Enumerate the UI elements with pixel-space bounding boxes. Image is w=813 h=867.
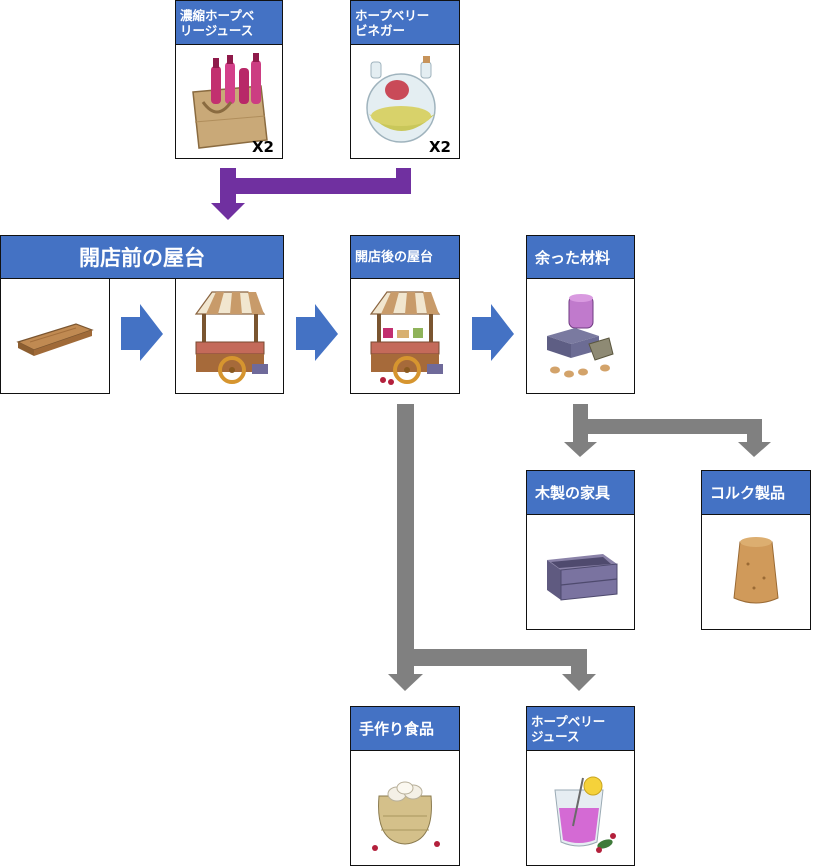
furniture-title: 木製の家具 — [535, 484, 611, 502]
input-card-vinegar: ホープベリー ビネガー X2 — [350, 0, 460, 159]
blue-arrow-1 — [121, 304, 163, 361]
sack-icon — [351, 751, 459, 865]
wood-plank-icon — [1, 279, 109, 393]
stall-before-header-box: 開店前の屋台 — [0, 235, 284, 279]
wooden-crate-icon — [527, 515, 634, 629]
input-card-concentrated-juice: 濃縮ホープベ リージュース X2 — [175, 0, 283, 159]
stall-after-card: 開店後の屋台 — [350, 235, 460, 394]
stall-before-title: 開店前の屋台 — [1, 236, 283, 279]
stall-after-title: 開店後の屋台 — [355, 249, 434, 265]
cork-card: コルク製品 — [701, 470, 811, 630]
leftover-card: 余った材料 — [526, 235, 635, 394]
quantity-label: X2 — [428, 138, 451, 156]
furniture-card: 木製の家具 — [526, 470, 635, 630]
blue-arrow-2 — [296, 304, 338, 361]
item-name-line1: ホープベリー — [355, 7, 430, 23]
market-stall-icon — [176, 279, 283, 393]
gray-split-arrow-stall — [388, 404, 596, 691]
berry-juice-header: ホープベリー ジュース — [527, 707, 634, 751]
leftover-header: 余った材料 — [527, 236, 634, 279]
item-name-line2: ジュース — [531, 728, 580, 744]
vinegar-flask-icon — [351, 45, 459, 158]
leftover-title: 余った材料 — [535, 248, 611, 267]
cork-icon — [702, 515, 810, 629]
gray-split-arrow-leftover — [564, 404, 771, 457]
stall-after-header: 開店後の屋台 — [351, 236, 459, 279]
market-stall-open-icon — [351, 279, 459, 393]
handmade-food-header: 手作り食品 — [351, 707, 459, 751]
input-card-header: ホープベリー ビネガー — [351, 1, 459, 45]
item-name-line2: リージュース — [180, 22, 254, 38]
cork-title: コルク製品 — [710, 484, 786, 502]
furniture-header: 木製の家具 — [527, 471, 634, 515]
berry-juice-card: ホープベリー ジュース — [526, 706, 635, 866]
blue-arrow-3 — [472, 304, 514, 361]
item-name-line1: ホープベリー — [531, 713, 606, 729]
quantity-label: X2 — [251, 138, 274, 156]
input-card-header: 濃縮ホープベ リージュース — [176, 1, 282, 45]
wood-plank-card — [0, 278, 110, 394]
purple-merge-arrow — [211, 168, 411, 220]
handmade-food-title: 手作り食品 — [359, 720, 435, 738]
item-name-line2: ビネガー — [355, 22, 406, 38]
item-name-line1: 濃縮ホープベ — [180, 7, 255, 23]
stall-card-before — [175, 278, 284, 394]
juice-bottles-bag-icon — [176, 45, 282, 158]
handmade-food-card: 手作り食品 — [350, 706, 460, 866]
berry-juice-glass-icon — [527, 751, 634, 865]
cork-header: コルク製品 — [702, 471, 810, 515]
leftover-materials-icon — [527, 279, 634, 393]
